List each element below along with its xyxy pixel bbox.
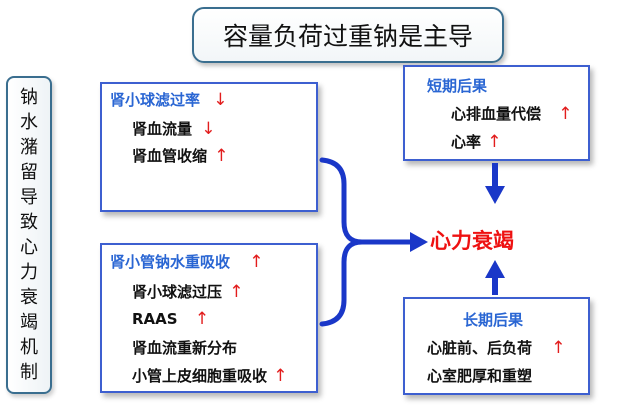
long-term-box: 长期后果 心脏前、后负荷 ↑ 心室肥厚和重塑 bbox=[403, 297, 590, 395]
glomerular-filtration-box: 肾小球滤过率 ↓ 肾血流量 ↓ 肾血管收缩 ↑ bbox=[100, 82, 318, 212]
short-term-item: 心排血量代偿 ↑ bbox=[451, 103, 573, 124]
glomerular-item: 肾血管收缩 ↑ bbox=[132, 145, 229, 166]
short-term-box: 短期后果 心排血量代偿 ↑ 心率 ↑ bbox=[403, 65, 590, 161]
up-arrow-icon: ↑ bbox=[551, 338, 566, 358]
brace-arrow-head bbox=[410, 232, 428, 252]
side-label-char: 机 bbox=[20, 337, 38, 358]
tubular-item-text: RAAS bbox=[132, 310, 178, 328]
side-label-char: 致 bbox=[20, 212, 38, 233]
side-label-char: 潴 bbox=[20, 137, 38, 158]
side-label-char: 心 bbox=[20, 237, 38, 258]
long-term-header: 长期后果 bbox=[463, 311, 524, 329]
tubular-item-text: 小管上皮细胞重吸收 bbox=[132, 367, 268, 385]
title-box: 容量负荷过重钠是主导 bbox=[192, 7, 504, 63]
up-arrow-icon: ↑ bbox=[558, 104, 573, 124]
side-label-char: 竭 bbox=[20, 312, 38, 333]
short-term-item: 心率 ↑ bbox=[451, 131, 502, 152]
tubular-item: RAAS ↑ bbox=[132, 309, 209, 329]
tubular-item-text: 肾小球滤过压 bbox=[132, 283, 223, 301]
glomerular-item: 肾血流量 ↓ bbox=[132, 118, 216, 139]
tubular-item: 肾血流重新分布 bbox=[132, 337, 237, 358]
side-label-char: 钠 bbox=[20, 87, 38, 108]
up-arrow-icon: ↑ bbox=[229, 282, 244, 302]
long-term-item: 心室肥厚和重塑 bbox=[427, 365, 532, 386]
up-arrow-icon: ↑ bbox=[487, 132, 502, 152]
long-term-item-text: 心室肥厚和重塑 bbox=[427, 367, 533, 385]
glomerular-header: 肾小球滤过率 ↓ bbox=[110, 89, 228, 110]
heart-failure-node: 心力衰竭 bbox=[430, 229, 514, 253]
diagram-title: 容量负荷过重钠是主导 bbox=[222, 22, 473, 51]
long-term-arrow-head bbox=[485, 260, 505, 278]
tubular-item: 肾小球滤过压 ↑ bbox=[132, 281, 244, 302]
short-term-item-text: 心排血量代偿 bbox=[451, 105, 542, 123]
up-arrow-icon: ↑ bbox=[273, 366, 288, 386]
tubular-item: 小管上皮细胞重吸收 ↑ bbox=[132, 365, 288, 386]
glomerular-item-text: 肾血流量 bbox=[132, 120, 193, 138]
down-arrow-icon: ↓ bbox=[213, 90, 228, 110]
side-label-char: 衰 bbox=[20, 287, 38, 308]
glomerular-header-text: 肾小球滤过率 bbox=[110, 91, 201, 109]
long-term-item: 心脏前、后负荷 ↑ bbox=[427, 337, 566, 358]
down-arrow-icon: ↓ bbox=[201, 119, 216, 139]
tubular-reabsorption-box: 肾小管钠水重吸收 ↑ 肾小球滤过压 ↑ RAAS ↑ 肾血流重新分布 小管上皮细… bbox=[100, 243, 318, 393]
long-term-item-text: 心脏前、后负荷 bbox=[427, 339, 533, 357]
tubular-header: 肾小管钠水重吸收 ↑ bbox=[110, 251, 264, 272]
up-arrow-icon: ↑ bbox=[194, 309, 210, 329]
short-term-arrow-head bbox=[485, 186, 505, 204]
up-arrow-icon: ↑ bbox=[249, 252, 264, 272]
glomerular-item-text: 肾血管收缩 bbox=[132, 147, 208, 165]
short-term-header: 短期后果 bbox=[427, 77, 488, 95]
side-label-char: 导 bbox=[20, 187, 38, 208]
side-label-char: 水 bbox=[20, 112, 38, 133]
tubular-item-text: 肾血流重新分布 bbox=[132, 339, 238, 357]
side-label-box: 钠 水 潴 留 导 致 心 力 衰 竭 机 制 bbox=[6, 76, 52, 394]
side-label-char: 制 bbox=[20, 362, 38, 383]
tubular-header-text: 肾小管钠水重吸收 bbox=[110, 253, 231, 271]
curly-brace bbox=[319, 157, 363, 327]
short-term-item-text: 心率 bbox=[451, 133, 482, 151]
side-label-char: 力 bbox=[20, 262, 38, 283]
up-arrow-icon: ↑ bbox=[214, 146, 229, 166]
side-label-char: 留 bbox=[20, 162, 38, 183]
